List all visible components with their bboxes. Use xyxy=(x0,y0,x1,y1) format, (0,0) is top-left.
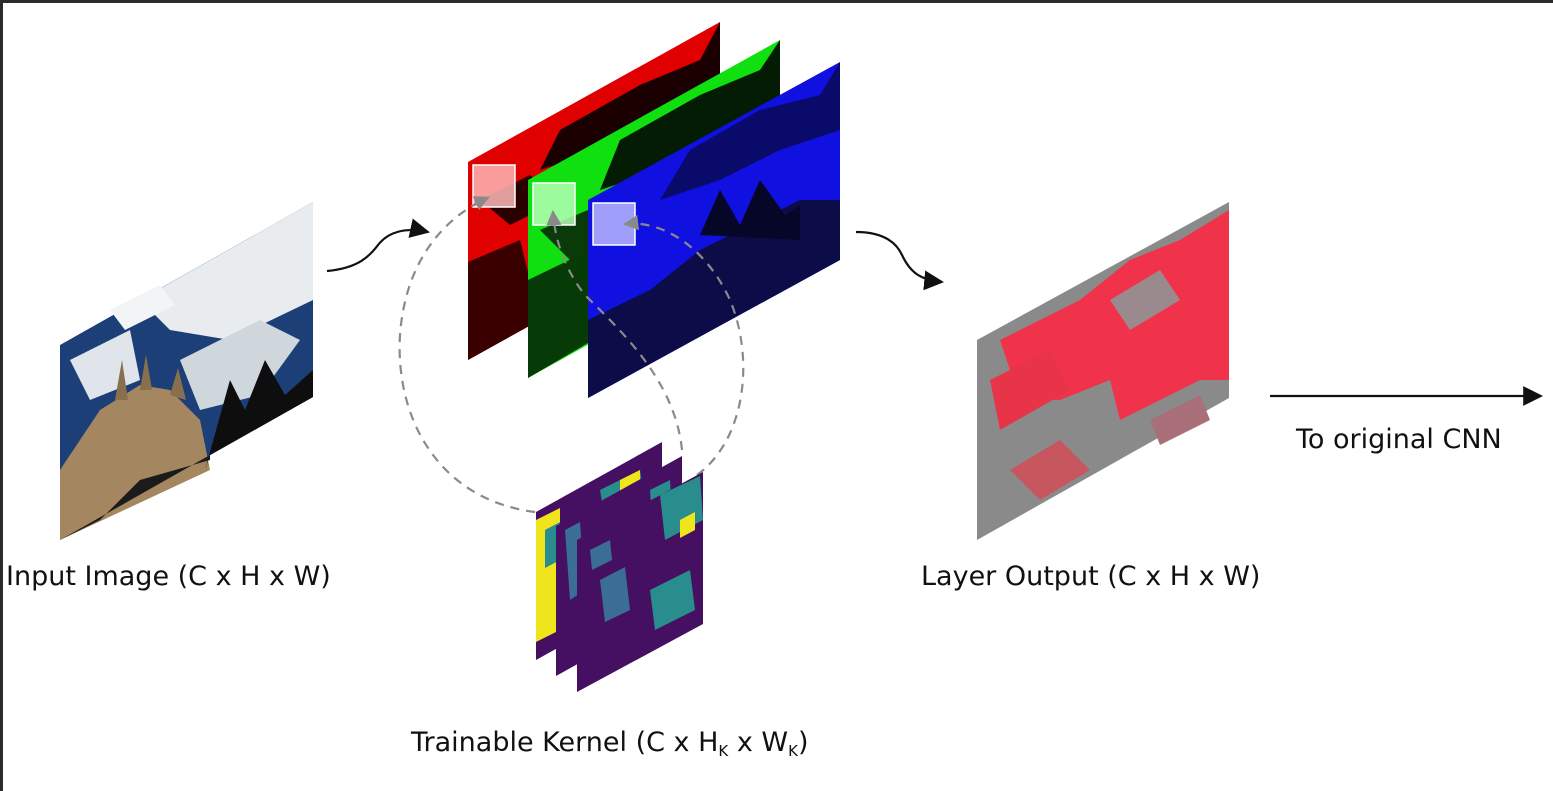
input-image xyxy=(60,202,313,540)
to-original-cnn-label: To original CNN xyxy=(1296,424,1502,455)
kernel-label-suffix: ) xyxy=(797,727,809,758)
layer-output-map xyxy=(977,202,1229,540)
arrow-channels-to-output xyxy=(855,230,944,291)
kernel-label-mid: x W xyxy=(728,727,789,758)
blue-channel-map xyxy=(588,62,840,398)
dashed-loop-center xyxy=(546,209,684,451)
kernel-label-prefix: Trainable Kernel (C x H xyxy=(411,727,719,758)
arrow-input-to-channels xyxy=(326,218,430,273)
red-kernel-window xyxy=(472,164,516,208)
trainable-kernel-stack xyxy=(536,442,703,692)
input-image-label: Input Image (C x H x W) xyxy=(6,561,331,592)
left-border xyxy=(0,0,3,791)
kernel-label-sub-w: K xyxy=(788,742,798,760)
trainable-kernel-label: Trainable Kernel (C x HK x WK) xyxy=(411,729,808,759)
green-kernel-window xyxy=(532,182,576,226)
layer-output-label: Layer Output (C x H x W) xyxy=(921,561,1261,592)
kernel-label-sub-h: K xyxy=(718,742,729,760)
dashed-loop-right xyxy=(622,214,745,476)
top-border xyxy=(0,0,1553,3)
